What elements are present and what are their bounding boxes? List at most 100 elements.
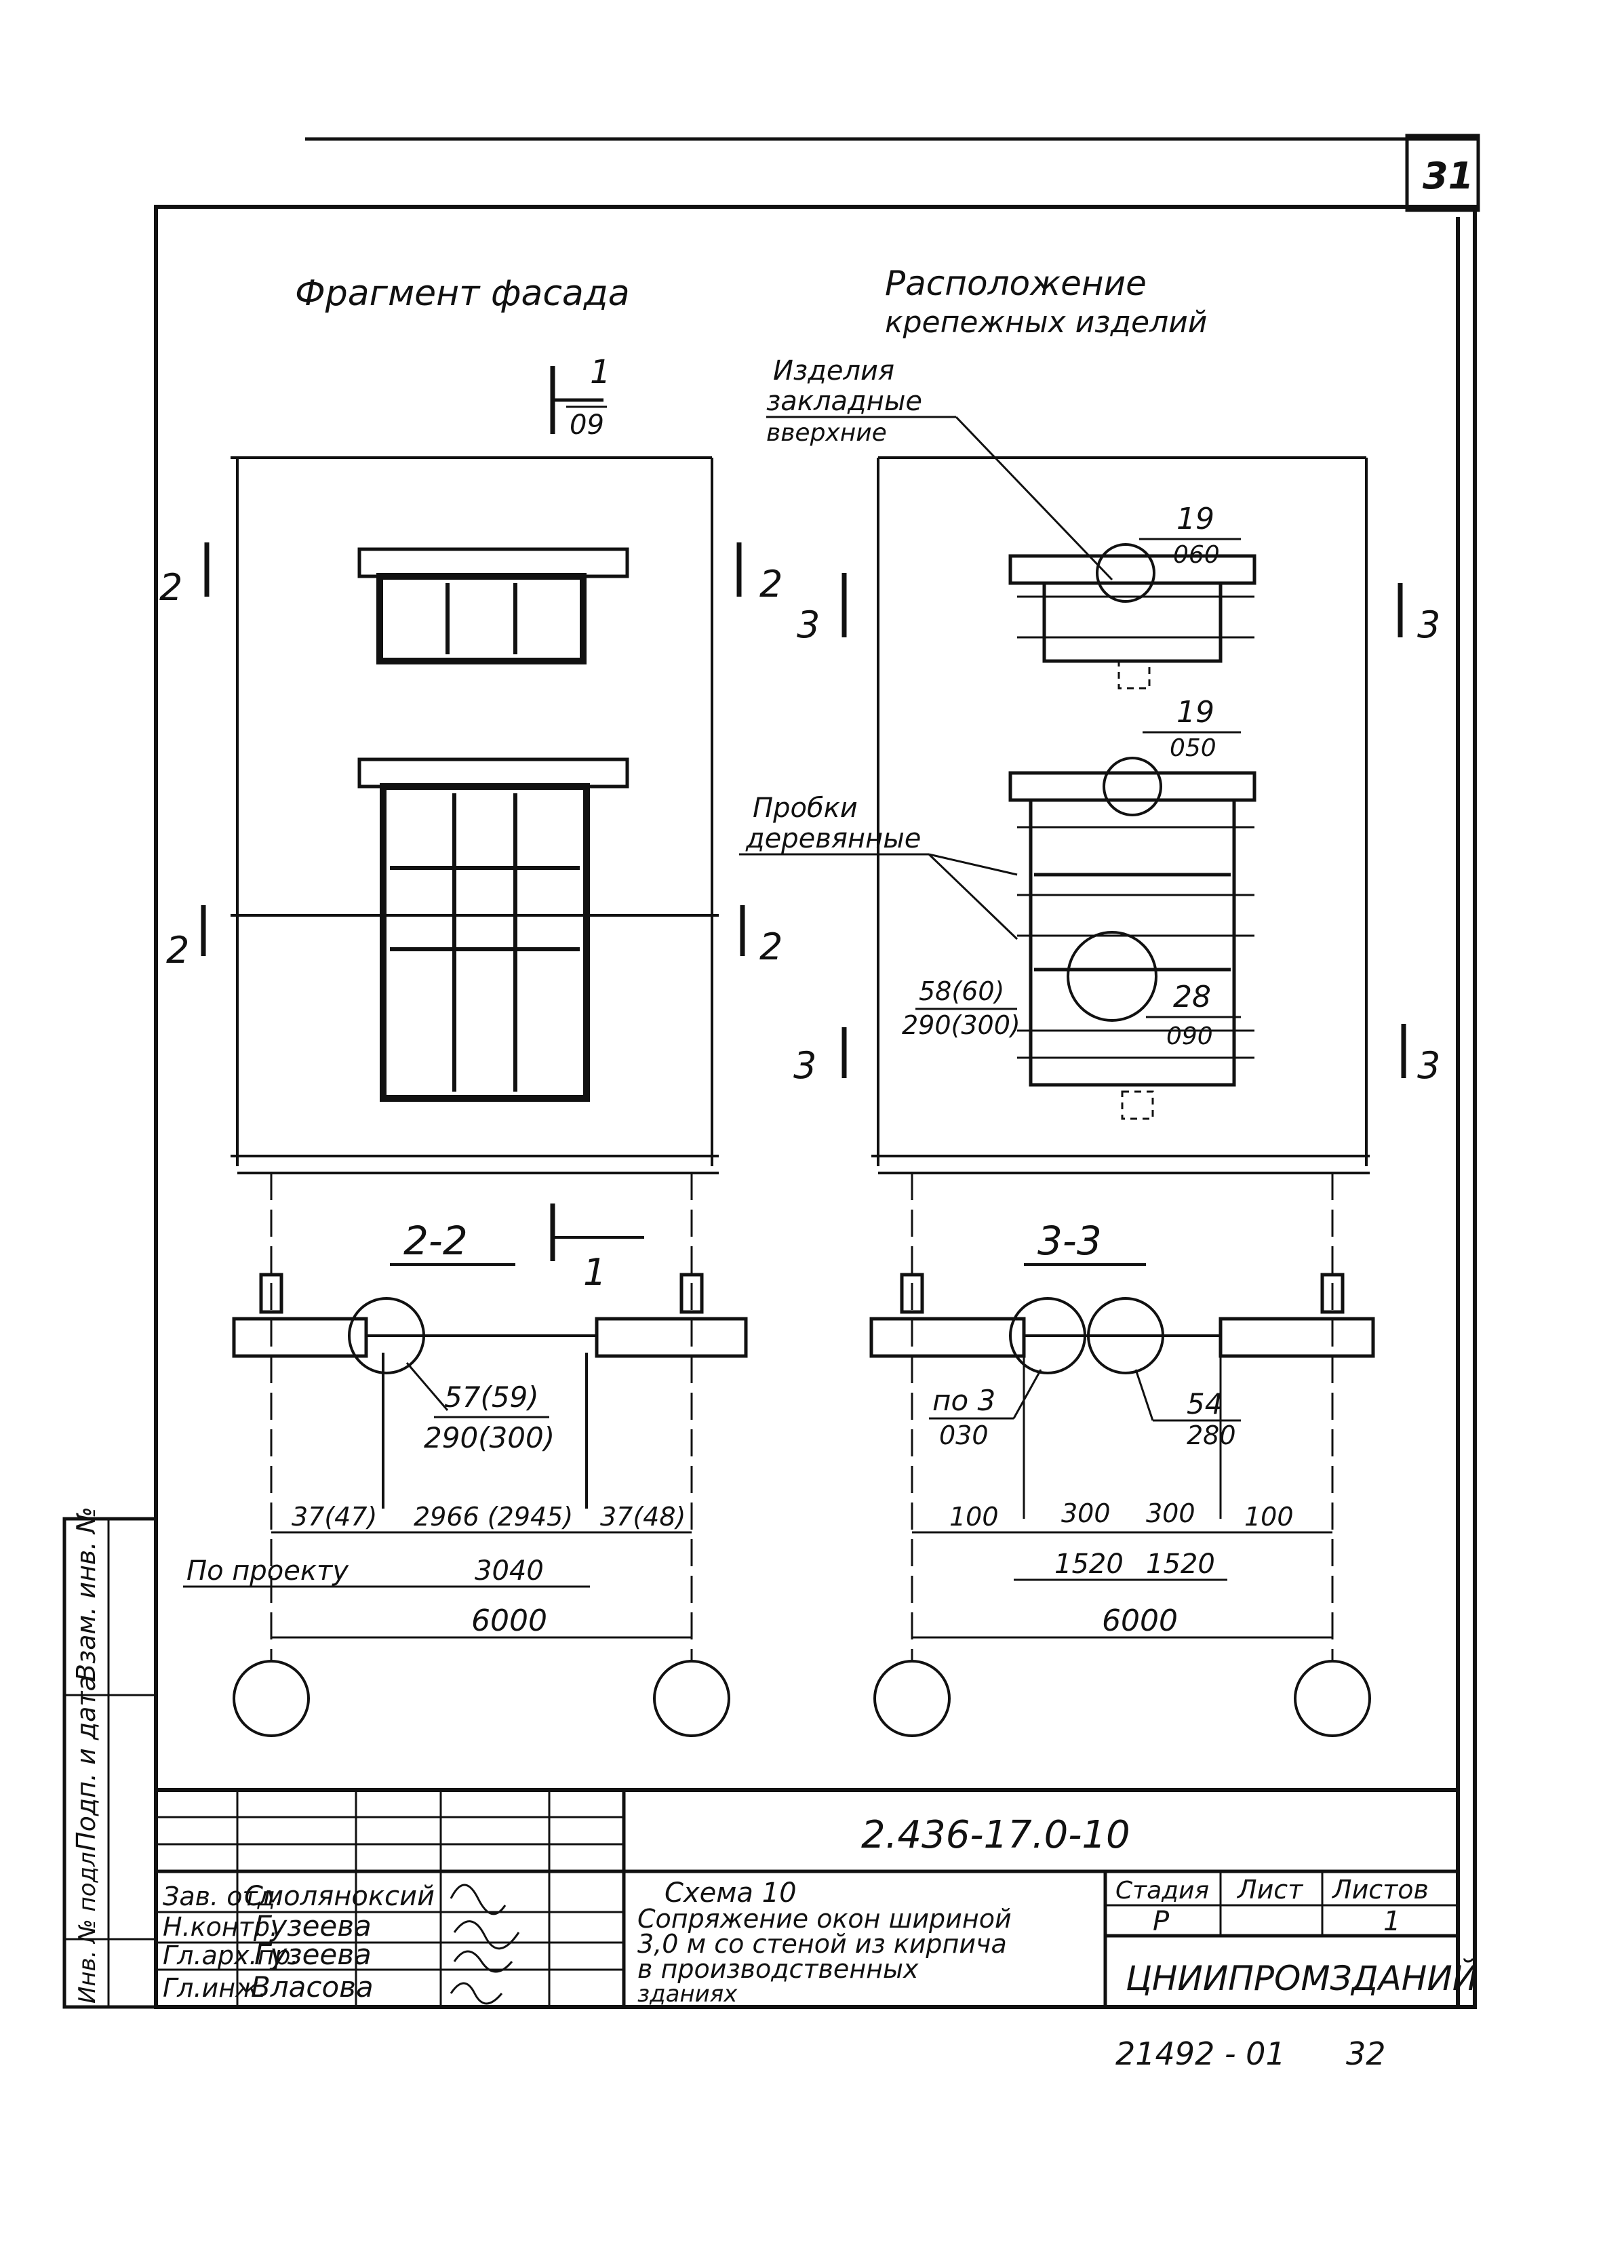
role-3: Гл.инж. xyxy=(163,1973,266,2003)
embedded-label-1: Изделия xyxy=(773,355,894,386)
section-3-3-title: 3-3 xyxy=(1037,1218,1102,1264)
role-2: Гл.арх.пр. xyxy=(163,1941,299,1970)
side-stamp: Взам. инв. № Подп. и дата Инв. № подл. xyxy=(62,1507,158,2009)
opening-upper-fasteners xyxy=(1008,543,1256,690)
stage-header: Стадия xyxy=(1115,1877,1209,1905)
section-3-3-dim-1520-right: 1520 xyxy=(1146,1549,1215,1580)
fastener-dim-2: 290(300) xyxy=(902,1010,1021,1040)
signatures xyxy=(450,1884,520,2005)
node-callout-bottom: 28 090 xyxy=(1146,980,1241,1050)
embedded-label-3: вверхние xyxy=(766,419,887,447)
fastener-dims-left: 58(60) 290(300) xyxy=(902,976,1021,1040)
name-2: Гузеева xyxy=(254,1938,372,1971)
section-mark-sheet: 09 xyxy=(570,410,604,441)
side-stamp-col3: Взам. инв. № xyxy=(71,1507,101,1682)
sheets-value: 1 xyxy=(1383,1906,1400,1937)
window-upper xyxy=(357,547,629,664)
node-bottom-sheet: 090 xyxy=(1166,1022,1213,1050)
section-2-label-top-left: 2 xyxy=(159,566,182,609)
side-stamp-col1: Инв. № подл. xyxy=(74,1844,101,2004)
section-3-3-dim-total: 6000 xyxy=(1102,1604,1178,1638)
section-3-label-bottom-left: 3 xyxy=(793,1044,816,1087)
section-2-marks-left: 2 2 xyxy=(159,542,210,972)
section-2-label-top-right: 2 xyxy=(759,563,783,605)
section-2-2-title: 2-2 xyxy=(403,1218,468,1264)
opening-lower-fasteners xyxy=(1008,757,1256,1120)
desc-line-4: зданиях xyxy=(637,1981,738,2008)
node-bottom-number: 28 xyxy=(1173,980,1211,1014)
section-2-2-grid-axes xyxy=(233,1660,730,1737)
wood-plugs-label-1: Пробки xyxy=(753,793,858,824)
section-2-2-dim-a: 37(47) xyxy=(292,1502,377,1532)
desc-line-0: Схема 10 xyxy=(665,1877,797,1909)
node-mid-sheet: 050 xyxy=(1170,734,1216,762)
section-3-3-dim-100-right: 100 xyxy=(1244,1502,1294,1532)
section-3-3-dimensions: 100 300 300 100 1520 1520 6000 xyxy=(912,1498,1332,1639)
node-top-number: 19 xyxy=(1176,502,1214,536)
section-mark-number: 1 xyxy=(590,353,611,391)
right-view-title-2: крепежных изделий xyxy=(885,305,1207,340)
node-mid-number: 19 xyxy=(1176,695,1214,730)
section-2-2-callout: 57(59) 290(300) xyxy=(405,1362,555,1454)
left-view-title: Фрагмент фасада xyxy=(295,273,630,314)
section-2-2-dim-b: 2966 (2945) xyxy=(414,1502,573,1532)
archive-page: 32 xyxy=(1346,2035,1386,2072)
section-3-3-callout-right-num: 54 xyxy=(1187,1387,1223,1420)
section-2-2-dimensions: 37(47) 2966 (2945) 37(48) По проекту 304… xyxy=(183,1502,692,1639)
section-2-2-callout-2: 290(300) xyxy=(424,1421,555,1454)
section-3-3-dim-1520-left: 1520 xyxy=(1054,1549,1124,1580)
section-3-3-dim-100-left: 100 xyxy=(949,1502,999,1532)
section-3-3-dim-300-right: 300 xyxy=(1146,1498,1195,1528)
section-3-3-callout-left-sheet: 030 xyxy=(939,1420,989,1450)
section-3-3-callout-left-num: по 3 xyxy=(932,1384,995,1417)
side-stamp-col2: Подп. и дата xyxy=(71,1675,101,1851)
right-view-title-1: Расположение xyxy=(885,264,1147,303)
section-3-label-bottom-right: 3 xyxy=(1417,1044,1440,1087)
sheet-header: Лист xyxy=(1236,1875,1304,1905)
callout-embedded-parts: Изделия закладные вверхние xyxy=(766,355,1113,581)
title-block: 2.436-17.0-10 Зав. отд. Н.контр. Гл.арх.… xyxy=(154,1788,1478,2009)
embedded-label-2: закладные xyxy=(766,386,922,417)
section-3-label-top-right: 3 xyxy=(1417,603,1440,646)
section-2-2-callout-1: 57(59) xyxy=(444,1380,539,1414)
section-2-2-dim-total: 6000 xyxy=(471,1604,547,1638)
section-2-2-dim-c: 37(48) xyxy=(600,1502,686,1532)
section-3-3-wall xyxy=(869,1173,1375,1661)
window-lower xyxy=(357,757,629,1102)
section-mark-1-bottom: 1 xyxy=(550,1203,644,1294)
section-3-3-dim-300-left: 300 xyxy=(1061,1498,1111,1528)
section-2-label-mid-right: 2 xyxy=(759,926,783,968)
title-doc-code: 2.436-17.0-10 xyxy=(861,1813,1130,1857)
wood-plugs-label-2: деревянные xyxy=(745,823,921,854)
section-2-marks-right: 2 2 xyxy=(736,542,783,968)
sheet-number-box: 31 xyxy=(1405,134,1480,212)
node-top-sheet: 060 xyxy=(1173,541,1220,569)
section-2-2-cut-mark: 1 xyxy=(583,1251,606,1294)
section-3-3-callouts: по 3 030 54 280 xyxy=(929,1369,1241,1450)
node-callout-mid: 19 050 xyxy=(1143,695,1241,762)
desc-line-3: в производственных xyxy=(637,1954,919,1984)
section-2-2-wall xyxy=(232,1173,748,1661)
stage-value: Р xyxy=(1153,1906,1170,1937)
sheet-number: 31 xyxy=(1423,155,1473,197)
node-callout-top: 19 060 xyxy=(1139,502,1241,569)
name-0: Смоляноксий xyxy=(244,1881,435,1912)
organization: ЦНИИПРОМЗДАНИЙ xyxy=(1126,1958,1478,1998)
role-0: Зав. отд. xyxy=(163,1882,283,1911)
section-3-3-grid-axes xyxy=(873,1660,1371,1737)
desc-line-1: Сопряжение окон шириной xyxy=(637,1904,1012,1934)
name-1: Гузеева xyxy=(254,1909,372,1943)
fasteners-wall-outline xyxy=(871,456,1370,1174)
name-3: Власова xyxy=(251,1970,374,2004)
section-3-marks: 3 3 3 3 xyxy=(793,573,1440,1087)
section-2-label-mid-left: 2 xyxy=(166,929,189,972)
archive-code: 21492 - 01 xyxy=(1115,2035,1286,2072)
section-3-3-callout-right-sheet: 280 xyxy=(1187,1420,1236,1450)
desc-line-2: 3,0 м со стеной из кирпича xyxy=(637,1929,1007,1959)
section-mark-1-top: 1 09 xyxy=(550,353,611,441)
role-1: Н.контр. xyxy=(163,1912,278,1942)
callout-wood-plugs: Пробки деревянные xyxy=(739,793,1018,940)
section-2-2-by-design: По проекту xyxy=(186,1555,349,1587)
fastener-dim-1: 58(60) xyxy=(919,976,1004,1006)
